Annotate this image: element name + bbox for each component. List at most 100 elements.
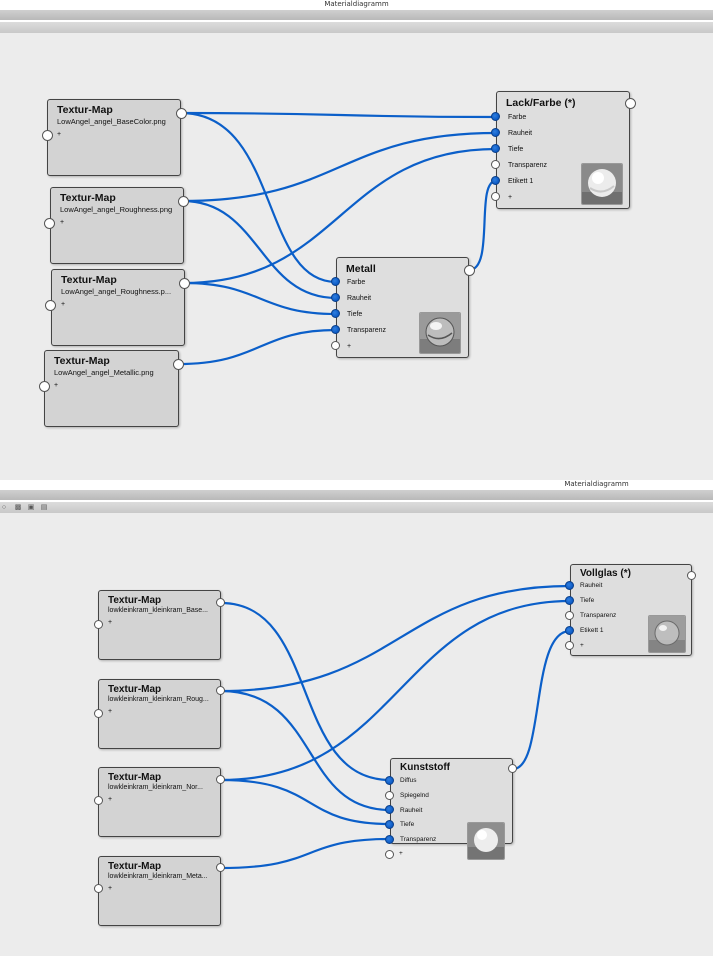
connection-wires — [177, 111, 497, 366]
input-port[interactable] — [385, 820, 394, 829]
wire — [220, 837, 391, 870]
input-port[interactable] — [331, 325, 340, 334]
input-port[interactable] — [565, 626, 574, 635]
input-port[interactable] — [385, 805, 394, 814]
wire — [468, 179, 497, 272]
add-port[interactable]: + — [60, 219, 65, 226]
input-port[interactable] — [331, 341, 340, 350]
window-header-bar[interactable] — [0, 10, 713, 20]
material-preview-thumbnail — [648, 615, 686, 653]
link-icon[interactable]: ○ — [1, 504, 7, 511]
window-title: Materialdiagramm — [324, 0, 389, 8]
material-node-kunststoff[interactable]: Kunststoff Diffus Spiegelnd Rauheit Tief… — [390, 758, 513, 860]
input-port[interactable] — [491, 128, 500, 137]
output-port[interactable] — [687, 571, 696, 580]
texture-map-node[interactable]: Textur-Map LowAngel_angel_Metallic.png + — [44, 350, 179, 427]
node-title: Textur-Map — [108, 772, 162, 783]
input-port[interactable] — [331, 309, 340, 318]
texture-map-node[interactable]: Textur-Map LowAngel_angel_BaseColor.png … — [47, 99, 181, 176]
input-port[interactable] — [94, 620, 103, 629]
input-port[interactable] — [565, 596, 574, 605]
material-node-lack-farbe[interactable]: Lack/Farbe (*) Farbe Rauheit Tiefe Trans… — [496, 91, 630, 209]
texture-map-node[interactable]: Textur-Map lowkleinkram_kleinkram_Nor...… — [98, 767, 221, 837]
output-port[interactable] — [216, 863, 225, 872]
input-port[interactable] — [491, 192, 500, 201]
fit-view-icon[interactable]: ▣ — [27, 504, 35, 511]
input-port[interactable] — [385, 850, 394, 859]
add-port[interactable]: + — [61, 301, 66, 308]
node-title: Textur-Map — [108, 684, 162, 695]
output-port[interactable] — [216, 775, 225, 784]
texture-map-node[interactable]: Textur-Map LowAngel_angel_Roughness.png … — [50, 187, 184, 264]
add-port[interactable]: + — [57, 131, 62, 138]
wire — [182, 131, 497, 203]
material-node-vollglas[interactable]: Vollglas (*) Rauheit Tiefe Transparenz E… — [570, 564, 692, 656]
output-port[interactable] — [464, 265, 475, 276]
input-port[interactable] — [385, 791, 394, 800]
add-port[interactable]: + — [108, 619, 113, 626]
node-title: Textur-Map — [61, 274, 117, 286]
input-port[interactable] — [491, 176, 500, 185]
wire — [220, 778, 391, 826]
port-label-farbe: Farbe — [347, 279, 366, 286]
output-port[interactable] — [176, 108, 187, 119]
input-port[interactable] — [385, 776, 394, 785]
output-port[interactable] — [216, 686, 225, 695]
window-header-bar[interactable] — [0, 490, 713, 500]
output-port[interactable] — [508, 764, 517, 773]
layout-icon[interactable]: ▤ — [40, 504, 48, 511]
node-title: Textur-Map — [54, 355, 110, 367]
input-port[interactable] — [565, 611, 574, 620]
port-label-rauheit: Rauheit — [508, 130, 533, 137]
texture-map-node[interactable]: Textur-Map lowkleinkram_kleinkram_Roug..… — [98, 679, 221, 749]
port-label-tiefe: Tiefe — [347, 311, 363, 318]
input-port[interactable] — [94, 884, 103, 893]
input-port[interactable] — [491, 160, 500, 169]
wire — [220, 601, 391, 782]
input-port[interactable] — [565, 641, 574, 650]
node-title: Kunststoff — [400, 762, 450, 773]
input-port[interactable] — [94, 796, 103, 805]
input-port[interactable] — [385, 835, 394, 844]
add-port[interactable]: + — [54, 382, 59, 389]
wire — [512, 629, 571, 771]
texture-filename: LowAngel_angel_BaseColor.png — [57, 117, 166, 126]
add-port[interactable]: + — [508, 194, 513, 201]
texture-map-node[interactable]: Textur-Map lowkleinkram_kleinkram_Base..… — [98, 590, 221, 660]
input-port[interactable] — [331, 293, 340, 302]
add-port[interactable]: + — [108, 796, 113, 803]
input-port[interactable] — [94, 709, 103, 718]
input-port[interactable] — [44, 218, 55, 229]
add-port[interactable]: + — [108, 708, 113, 715]
output-port[interactable] — [216, 598, 225, 607]
texture-filename: LowAngel_angel_Metallic.png — [54, 368, 154, 377]
texture-filename: LowAngel_angel_Roughness.p... — [61, 287, 172, 296]
add-port[interactable]: + — [399, 850, 403, 857]
input-port[interactable] — [491, 144, 500, 153]
port-label-rauheit: Rauheit — [347, 295, 372, 302]
input-port[interactable] — [39, 381, 50, 392]
output-port[interactable] — [625, 98, 636, 109]
window-title: Materialdiagramm — [564, 480, 629, 488]
input-port[interactable] — [42, 130, 53, 141]
material-diagram-panel-bottom: Materialdiagramm ○ ▩ ▣ ▤ Textur-Map lowk… — [0, 480, 713, 956]
wire — [220, 584, 571, 693]
input-port[interactable] — [331, 277, 340, 286]
wire — [180, 111, 337, 284]
texture-map-node[interactable]: Textur-Map LowAngel_angel_Roughness.p...… — [51, 269, 185, 346]
input-port[interactable] — [491, 112, 500, 121]
texture-map-node[interactable]: Textur-Map lowkleinkram_kleinkram_Meta..… — [98, 856, 221, 926]
add-port[interactable]: + — [347, 343, 352, 350]
output-port[interactable] — [178, 196, 189, 207]
add-port[interactable]: + — [108, 885, 113, 892]
material-node-metall[interactable]: Metall Farbe Rauheit Tiefe Transparenz + — [336, 257, 469, 358]
texture-filename: LowAngel_angel_Roughness.png — [60, 205, 173, 214]
output-port[interactable] — [173, 359, 184, 370]
add-port[interactable]: + — [580, 642, 584, 649]
output-port[interactable] — [179, 278, 190, 289]
port-label-transparenz: Transparenz — [508, 162, 548, 169]
hierarchy-icon[interactable]: ▩ — [14, 504, 22, 511]
node-title: Textur-Map — [108, 861, 162, 872]
input-port[interactable] — [565, 581, 574, 590]
input-port[interactable] — [45, 300, 56, 311]
